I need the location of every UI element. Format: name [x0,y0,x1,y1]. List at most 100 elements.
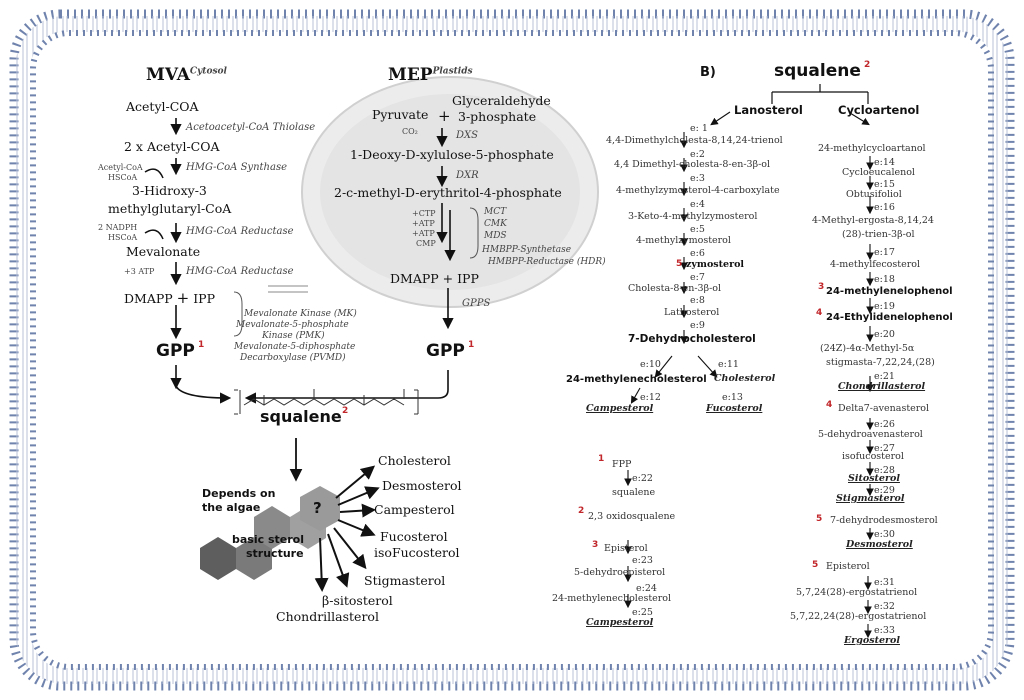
mep-hmbpp-synthetase: HMBPP-Synthetase [482,245,572,255]
e-label: e: 1 [690,123,708,134]
compound: 24-methylcycloartanol [818,143,926,154]
e-label: e:28 [874,465,895,476]
compound: isofucosterol [842,451,904,462]
mva-enzyme-3: HMG-CoA Reductase [186,226,294,237]
e-label: e:25 [632,607,653,618]
mva-step-1: Acetyl-COA [126,99,199,114]
mep-dxs: DXS [456,130,478,141]
e-label: e:2 [690,149,705,160]
product-campesterol: Campesterol [374,502,455,517]
compound: Episterol [826,561,870,572]
product-stigmasterol: Stigmasterol [364,573,446,588]
e-label: e:32 [874,601,895,612]
compound: 24-methylenecholesterol [552,593,672,604]
mva-kinase-3: Kinase (PMK) [262,331,325,341]
mark: 1 [598,454,605,464]
mva-step-5: Mevalonate [126,244,201,259]
mep-dxp: 1-Deoxy-D-xylulose-5-phosphate [350,147,554,162]
hexagon-3 [254,506,290,549]
cofactor-curve-1 [144,168,164,179]
product-cholesterol: Cholesterol [378,453,451,468]
compound: 3-Keto-4-methylzymosterol [628,211,758,222]
compound: Ergosterol [844,635,900,646]
mep-ctp: +CTP [412,209,436,218]
e-label: e:20 [874,329,895,340]
e-label: e:4 [690,199,705,210]
e-label: e:12 [640,392,661,403]
e-label: e:13 [722,392,743,403]
e-label: e:19 [874,301,895,312]
compound: Fucosterol [706,403,763,414]
compound: Obtusifoliol [846,189,902,200]
panel-b-lines [771,84,869,104]
compound: Episterol [604,543,648,554]
mva-title: MVACytosol [146,65,227,85]
mep-mds: MDS [484,231,507,241]
mep-mct: MCT [484,207,507,217]
mep-title: MEPPlastids [388,65,473,85]
compound: 4-methylfecosterol [830,259,921,270]
mark: 3 [818,282,825,292]
mep-cmp: CMP [416,239,436,248]
mep-gpp-mark: 1 [468,340,475,350]
cell-membrane-band [16,16,1008,684]
mep-gpp: GPP [426,341,465,361]
compound: 24-methylenelophenol [826,286,953,297]
mva-cofactor-5: +3 ATP [124,267,155,276]
question-mark: ? [313,499,322,517]
compound: Campesterol [586,403,654,414]
mva-cofactor-4: HSCoA [108,233,138,242]
mep-3-phosphate: 3-phosphate [458,109,537,124]
e-label: e:8 [690,295,705,306]
product-chondrillasterol: Chondrillasterol [276,609,379,624]
center-squalene: squalene [260,407,342,426]
compound: 5-dehydroavenasterol [818,429,923,440]
compound: 4-methylzymosterol-4-carboxylate [616,185,780,196]
e-label: e:17 [874,247,895,258]
mva-gpp: GPP [156,341,195,361]
e-label: e:15 [874,179,895,190]
e-label: e:7 [690,272,705,283]
compound: 5,7,22,24(28)-ergostatrienol [790,611,927,622]
product-isofucosterol: isoFucosterol [374,545,460,560]
mva-cofactor-3: 2 NADPH [98,223,138,232]
compound: 5,7,24(28)-ergostatrienol [796,587,918,598]
mva-cofactor-2: HSCoA [108,173,138,182]
product-fucosterol: Fucosterol [380,529,448,544]
mva-kinase-1: Mevalonate Kinase (MK) [244,309,357,319]
mark: 5 [676,259,683,269]
compound: Cycloeucalenol [842,167,915,178]
mark: 5 [816,514,823,524]
kinase-bracket [233,291,243,337]
panel-b-arrows [624,111,874,639]
product-desmosterol: Desmosterol [382,478,462,493]
compound: Lathosterol [664,307,720,318]
e-label: e:33 [874,625,895,636]
mep-mep: 2-c-methyl-D-erythritol-4-phosphate [334,185,562,200]
compound: Cholesta-8-en-3β-ol [628,283,722,294]
e-label: e:27 [874,443,895,454]
e-label: e:10 [640,359,661,370]
panel-b-squalene: squalene [774,61,861,81]
mep-pyruvate: Pyruvate [372,107,429,122]
depends-line-2: the algae [202,501,261,514]
hexagon-2 [236,537,272,580]
mep-glyceraldehyde: Glyceraldehyde [452,93,551,108]
compound: Stigmasterol [836,493,905,504]
compound: 7-dehydrodesmosterol [830,515,938,526]
squalene-structure [234,389,419,415]
compound: (28)-trien-3β-ol [842,229,915,240]
e-label: e:14 [874,157,895,168]
compound: FPP [612,459,632,470]
mva-cofactor-1: Acetyl-CoA [98,163,143,172]
mark: 5 [812,560,819,570]
compound: Cholesterol [714,373,776,384]
mark: 2 [578,506,585,516]
mep-co2: CO₂ [402,127,418,136]
chloroplast-inner [320,94,580,290]
mva-dmapp: DMAPP + IPP [124,289,215,307]
mep-atp-2: +ATP [412,229,435,238]
mep-arrows [244,128,456,404]
compound: 5-dehydroepisterol [574,567,666,578]
